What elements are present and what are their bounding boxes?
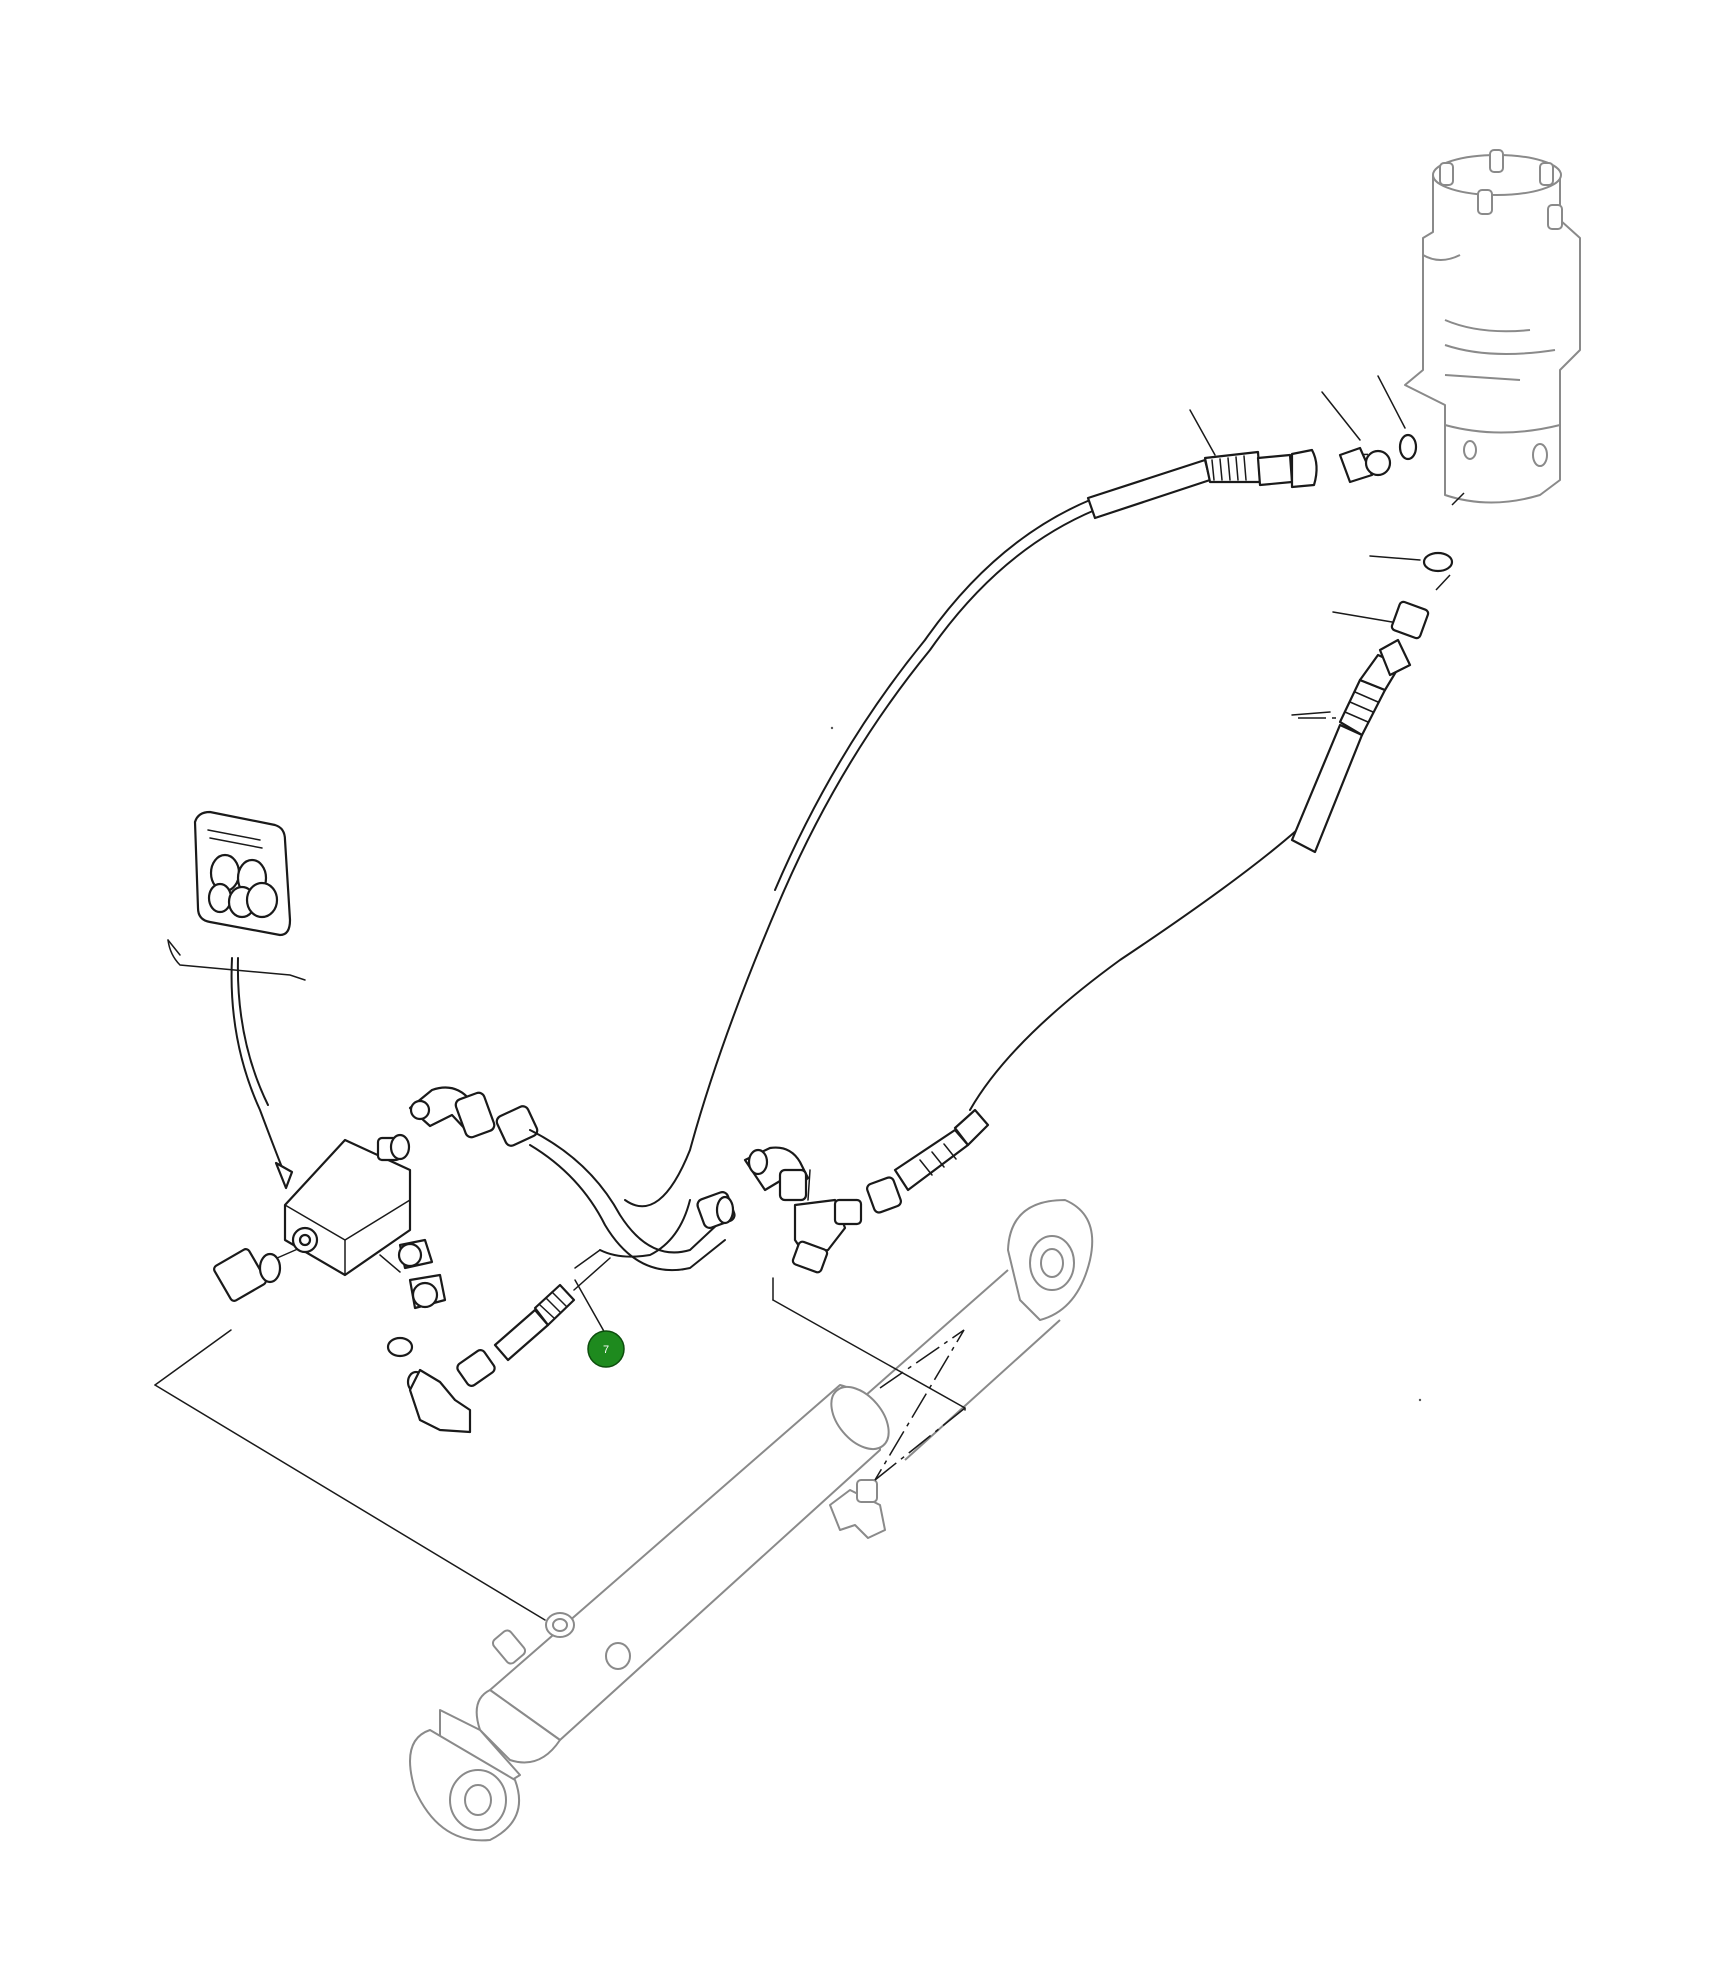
- tee-fittings: [743, 1108, 990, 1274]
- callout-circle[interactable]: [587, 1330, 625, 1368]
- callout-label: 7: [603, 1344, 609, 1356]
- upper-fittings: [1189, 375, 1454, 716]
- instrument-panel: [167, 810, 306, 1190]
- steering-cylinder: [409, 1199, 1094, 1842]
- callout-badge[interactable]: 7: [587, 1330, 625, 1368]
- centerlines: [154, 453, 1465, 1621]
- left-fittings: [408, 1086, 736, 1434]
- hoses: [599, 448, 1402, 1258]
- steering-unit: [1404, 149, 1581, 504]
- valve-block: [213, 1133, 447, 1394]
